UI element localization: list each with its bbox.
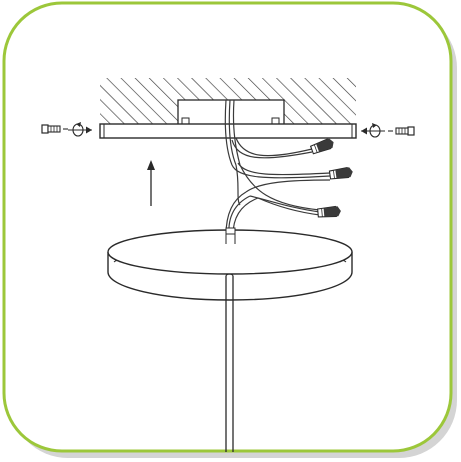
canopy-slot-right <box>339 260 347 263</box>
frame-border <box>2 1 453 453</box>
mounting-plate <box>99 123 357 139</box>
wire <box>231 139 313 159</box>
rotate-arrow-icon <box>68 122 92 137</box>
wires <box>224 99 331 236</box>
wire-nut <box>328 166 353 180</box>
arrow-up-icon <box>147 160 155 206</box>
canopy-slot-left <box>113 260 121 263</box>
wire-nut <box>317 205 341 218</box>
mounting-plate-bar <box>99 123 357 139</box>
wire <box>239 164 321 211</box>
wire <box>228 99 237 166</box>
rotate-arrow-icon <box>361 123 385 138</box>
wire <box>257 197 321 216</box>
screw-icon <box>388 126 415 136</box>
suspension-rod <box>225 273 234 452</box>
wire-nut <box>309 138 334 155</box>
ceiling <box>100 78 356 127</box>
wire <box>245 179 331 193</box>
screw-icon <box>41 124 68 134</box>
canopy-top <box>107 229 353 275</box>
wire <box>232 99 241 166</box>
canopy-cord-grip <box>225 227 236 235</box>
wire <box>249 195 321 213</box>
wire <box>235 137 313 157</box>
wire <box>224 99 233 166</box>
junction-box <box>177 99 285 127</box>
canopy <box>107 227 353 301</box>
wire <box>231 164 331 179</box>
wire <box>235 164 241 206</box>
